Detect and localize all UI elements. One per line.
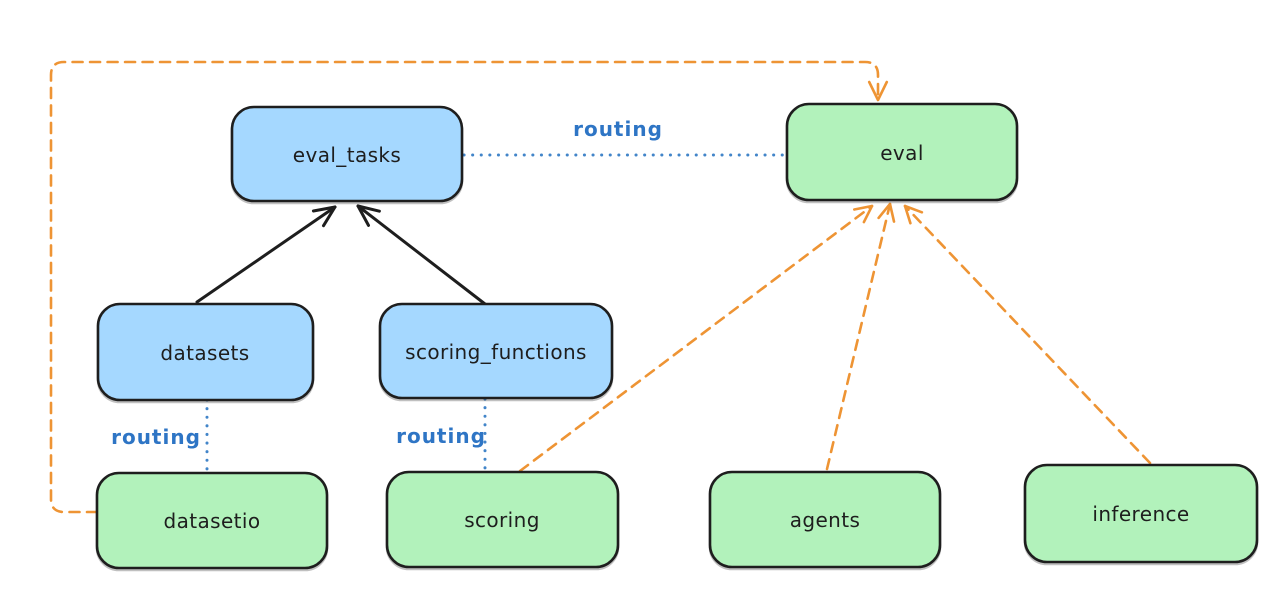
node-scoring-functions: scoring_functions [378, 302, 614, 400]
arrowhead-scoring-functions-to-eval-tasks [356, 204, 381, 227]
node-datasetio-label: datasetio [163, 509, 260, 533]
routing-label-eval-tasks-eval: routing [573, 117, 663, 141]
node-scoring-label: scoring [464, 508, 540, 532]
arrowhead-inference-to-eval [903, 204, 924, 225]
edge-scoring-functions-to-eval-tasks [356, 204, 487, 306]
node-inference: inference [1023, 463, 1259, 564]
node-eval-tasks-label: eval_tasks [293, 143, 401, 167]
node-datasetio: datasetio [95, 471, 329, 570]
node-scoring-box [385, 470, 620, 569]
node-scoring-functions-label: scoring_functions [405, 340, 587, 364]
node-eval: eval [785, 102, 1019, 202]
node-eval-tasks: eval_tasks [230, 105, 464, 203]
edge-datasetio-to-eval [49, 60, 880, 514]
arrowhead-datasetio-to-eval [867, 80, 889, 102]
node-agents-box [708, 470, 942, 569]
node-scoring: scoring [385, 470, 620, 569]
node-eval-tasks-box [230, 105, 464, 203]
node-scoring-functions-box [378, 302, 614, 400]
arrowhead-agents-to-eval [877, 202, 896, 223]
node-agents: agents [708, 470, 942, 569]
edge-scoring-to-eval [518, 204, 874, 473]
routing-label-datasets-datasetio: routing [111, 425, 201, 449]
routing-label-scoring-functions-scoring: routing [396, 424, 486, 448]
node-datasetio-box [95, 471, 329, 570]
node-eval-label: eval [880, 141, 924, 165]
node-datasets-box [96, 302, 315, 402]
edge-agents-to-eval [825, 202, 892, 471]
node-datasets-label: datasets [160, 341, 249, 365]
node-inference-label: inference [1092, 502, 1189, 526]
node-agents-label: agents [790, 508, 861, 532]
node-inference-box [1023, 463, 1259, 564]
arrowhead-scoring-to-eval [853, 204, 874, 224]
node-datasets: datasets [96, 302, 315, 402]
node-eval-box [785, 102, 1019, 202]
edge-datasets-to-eval-tasks [195, 205, 337, 304]
edge-inference-to-eval [903, 204, 1152, 465]
arrowhead-datasets-to-eval-tasks [311, 205, 337, 228]
